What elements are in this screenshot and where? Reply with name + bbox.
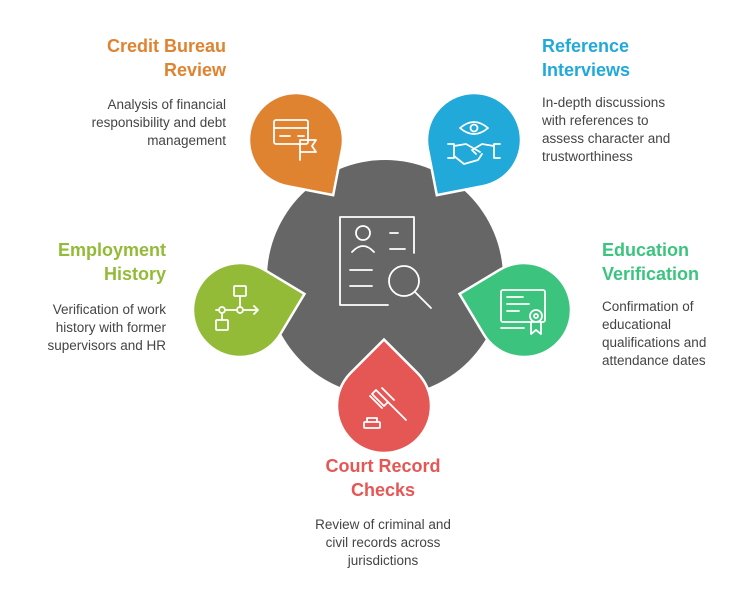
eye-handshake-drop [425,91,523,197]
center-circle [267,160,503,396]
eye-handshake-icon [447,121,501,165]
credit-card-flag-icon [273,119,317,161]
workflow-icon [215,285,259,331]
credit-card-flag-drop [247,91,345,197]
gavel-drop [335,337,433,455]
certificate-drop [457,261,573,359]
gavel-icon [363,387,407,429]
workflow-drop [191,261,307,359]
certificate-icon [500,289,546,335]
document-search-icon [339,216,432,309]
